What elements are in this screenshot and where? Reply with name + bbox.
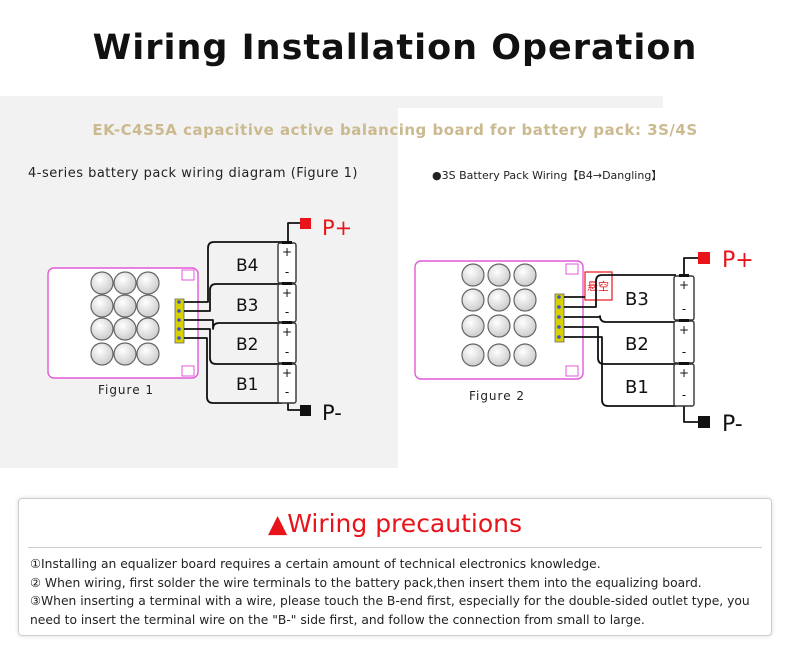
figure1: + - + - + - + - B4 B3 B2 B1 P+ P- Figure…: [47, 216, 352, 425]
cell-label-b2: B2: [236, 335, 258, 355]
label-plus-b1: +: [282, 366, 292, 380]
figure2-caption: ●3S Battery Pack Wiring【B4→Dangling】: [432, 169, 663, 182]
dangling-label: 悬空: [587, 279, 609, 293]
cell-label-b3: B3: [236, 296, 258, 316]
figure2: 悬空 + - + - + - B3 B2 B1 P+ P-: [414, 248, 754, 437]
label2-plus-b1: +: [679, 366, 689, 380]
precautions-title: ▲Wiring precautions: [267, 509, 523, 538]
label-minus-b1: -: [285, 385, 289, 399]
label-minus-b4: -: [285, 265, 289, 279]
figure1-label: Figure 1: [98, 383, 154, 397]
capacitor-array-2: [461, 263, 537, 367]
label-minus-b2: -: [285, 345, 289, 359]
label2-minus-b1: -: [682, 388, 686, 402]
precaution-item: ①Installing an equalizer board requires …: [30, 557, 601, 571]
label2-minus-b3: -: [682, 302, 686, 316]
p-minus-terminal-1: [300, 405, 311, 416]
cell2-label-b1: B1: [625, 377, 649, 398]
label-plus-b2: +: [282, 325, 292, 339]
label2-plus-b2: +: [679, 323, 689, 337]
precaution-item: ② When wiring, first solder the wire ter…: [30, 575, 702, 590]
cell2-label-b3: B3: [625, 289, 649, 310]
label-plus-b3: +: [282, 286, 292, 300]
precaution-item: ③When inserting a terminal with a wire, …: [30, 594, 750, 627]
figure2-label: Figure 2: [469, 389, 525, 403]
cell2-label-b2: B2: [625, 334, 649, 355]
label-minus-b3: -: [285, 305, 289, 319]
p-plus-terminal-2: [698, 252, 710, 264]
precautions-divider: [28, 547, 762, 548]
label2-minus-b2: -: [682, 345, 686, 359]
p-plus-label-2: P+: [722, 248, 754, 273]
label2-plus-b3: +: [679, 278, 689, 292]
battery-stack-2: [673, 275, 695, 407]
page-title: Wiring Installation Operation: [92, 28, 698, 68]
product-subtitle: EK-C4S5A capacitive active balancing boa…: [92, 121, 698, 139]
precautions-panel: [18, 498, 772, 636]
p-plus-label-1: P+: [322, 216, 352, 240]
p-minus-label-2: P-: [722, 412, 743, 437]
label-plus-b4: +: [282, 245, 292, 259]
cell-label-b4: B4: [236, 256, 258, 276]
p-plus-terminal-1: [300, 218, 311, 229]
cell-label-b1: B1: [236, 375, 258, 395]
capacitor-array-1: [90, 271, 160, 366]
figure1-caption: 4-series battery pack wiring diagram (Fi…: [28, 166, 358, 181]
p-minus-terminal-2: [698, 416, 710, 428]
precautions-list: ①Installing an equalizer board requires …: [30, 555, 770, 629]
p-minus-label-1: P-: [322, 401, 342, 425]
